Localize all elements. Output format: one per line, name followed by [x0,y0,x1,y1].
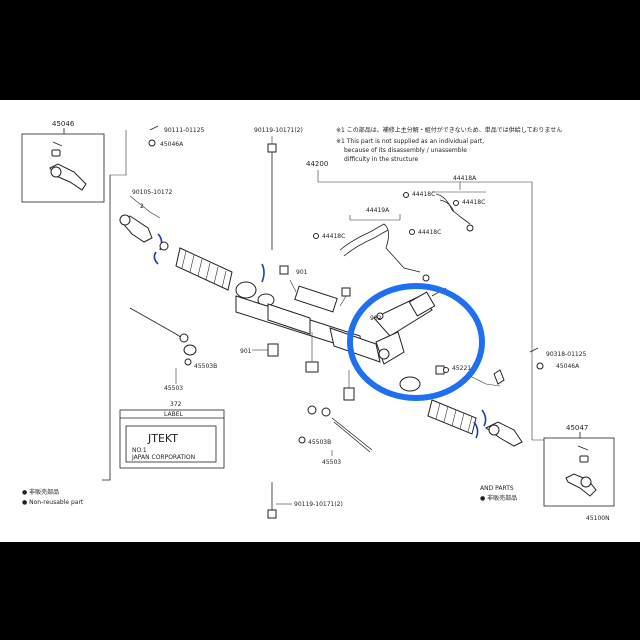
note-en-1: ※1 This part is not supplied as an indiv… [336,138,484,145]
rack-housing [235,279,381,401]
part-label-45046A-right: 45046A [556,363,580,370]
blue-mark-left-3 [261,263,265,283]
tie-rod-left-upper: 45503B 45503 [129,307,217,392]
drawing-id: 45100N [586,515,610,522]
part-label-44418A: 44418A [453,175,477,182]
mount-bushing-center [343,387,355,401]
part-label-45046: 45046 [52,120,75,128]
blue-mark-right-1 [481,409,487,427]
note-en-3: difficulty in the structure [344,156,419,163]
part-label-44418C-c: 44418C [418,229,441,236]
part-label-901-a: 901 [296,269,308,276]
blue-mark-right-2 [473,421,479,439]
part-label-44418C-a: 44418C [412,191,435,198]
rack-boot-left [175,247,233,291]
label-line-2: JAPAN CORPORATION [131,454,195,461]
legend-item-1: ● 非販売部品 [22,488,59,496]
part-label-90119-top: 90119-10171(2) [254,127,303,134]
inset-box-right [543,437,615,507]
part-label-45221: 45221 [452,365,471,372]
mount-bushing-left [267,343,279,357]
control-valve-assembly: 902 [370,287,447,365]
part-label-44418C-b: 44418C [462,199,485,206]
bottom-black-bar [0,542,640,640]
part-label-44200: 44200 [306,160,328,168]
boot-clamp-right [399,376,421,392]
tie-rod-end-right [565,473,597,497]
part-label-90111: 90111-01125 [164,127,205,134]
part-label-45046A-left: 45046A [160,141,184,148]
part-label-44418C-d: 44418C [322,233,345,240]
label-line-1: NO.1 [132,447,147,454]
part-label-902: 902 [370,315,382,322]
blue-mark-left-2 [153,251,159,265]
label-brand: JTEKT [147,432,178,445]
boot-clamp-left [235,281,257,299]
legend-item-2: ● Non-reusable part [22,499,84,506]
parts-diagram-sheet: ※1 この部品は、補修上主分解・組付ができないため、単品では供給しておりません … [0,100,640,542]
label-caption: LABEL [164,411,183,418]
pressure-lines [339,193,474,282]
inset-45046[interactable]: 45046 [21,120,105,203]
inset-45047[interactable]: 45047 [543,424,615,507]
part-label-44419A: 44419A [366,207,390,214]
part-label-90119-bottom: 90119-10171(2) [294,501,343,508]
tie-rod-lower: 45503B 45503 [298,405,373,466]
label-sticker-box[interactable]: 372 LABEL JTEKT NO.1 JAPAN CORPORATION [119,401,225,469]
inset-box-left [21,133,105,203]
note-en-2: because of its disassembly / unassemble [344,147,467,154]
part-label-45503-right: 45503 [322,459,341,466]
part-label-45047: 45047 [566,424,588,432]
top-black-bar [0,0,640,100]
annotation-and-parts: AND PARTS [480,485,514,492]
label-caption-num: 372 [170,401,182,408]
rack-boot-right [427,399,477,435]
part-label-45503-left: 45503 [164,385,183,392]
steering-rack-exploded-diagram: ※1 この部品は、補修上主分解・組付ができないため、単品では供給しておりません … [21,120,615,522]
part-label-901-b: 901 [240,348,252,355]
part-label-45503B-lower: 45503B [308,439,331,446]
part-label-45503B: 45503B [194,363,217,370]
note-jp: ※1 この部品は、補修上主分解・組付ができないため、単品では供給しておりません [336,126,562,134]
part-label-90105: 90105-10172 [132,189,173,196]
highlight-circle [347,283,485,401]
part-label-90318: 90318-01125 [546,351,587,358]
bracket-2-label: 2 [140,203,144,210]
annotation-and-parts-2: ● 非販売部品 [480,494,517,502]
